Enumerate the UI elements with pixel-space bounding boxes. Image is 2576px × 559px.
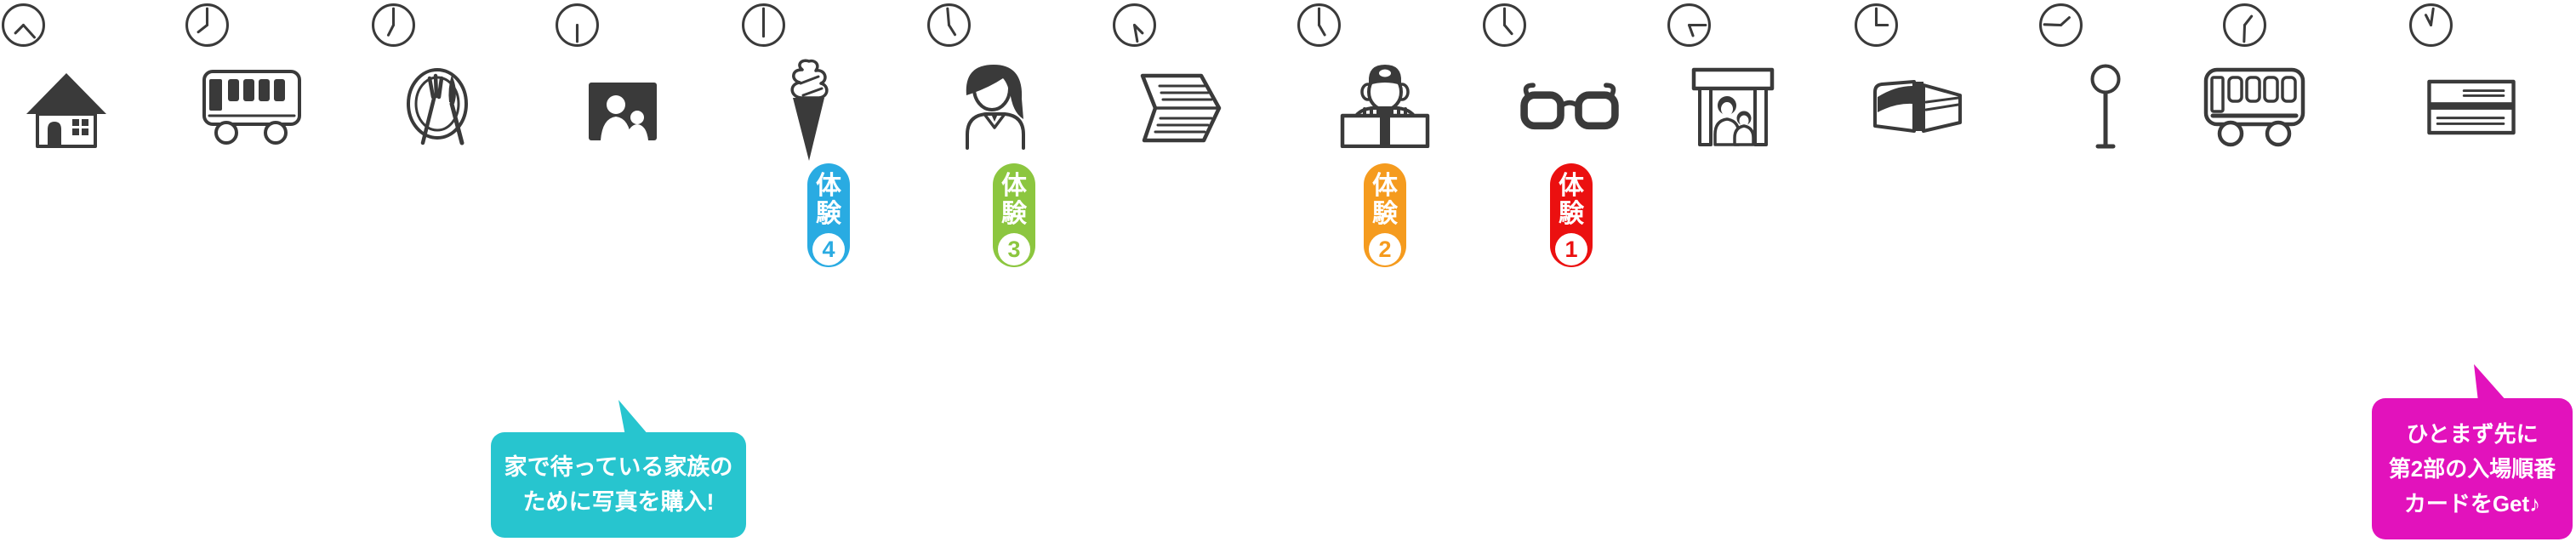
vendor-icon — [1340, 65, 1430, 148]
speech-bubble: ひとまず先に 第2部の入場順番 カードをGet♪ — [2372, 398, 2573, 539]
experience-badge: 体 験 3 — [993, 163, 1035, 267]
soft-serve-icon — [790, 59, 829, 161]
gate-icon — [1691, 67, 1775, 146]
badge-number: 1 — [1555, 233, 1587, 265]
clock-icon — [927, 3, 971, 47]
badge-label: 験 — [1001, 200, 1027, 228]
badge-label: 体 — [816, 172, 841, 200]
badge-label: 体 — [1001, 172, 1027, 200]
clock-icon — [2409, 3, 2453, 47]
clock-icon — [1297, 3, 1341, 47]
pamphlet-icon — [1140, 73, 1222, 143]
clock-icon — [1667, 3, 1711, 47]
clock-icon — [185, 3, 229, 47]
badge-label: 体 — [1559, 172, 1584, 200]
clock-icon — [2, 3, 45, 47]
bus-icon — [2203, 67, 2305, 147]
badge-number: 4 — [812, 233, 845, 265]
bubble-text: カードをGet♪ — [2403, 490, 2541, 516]
experience-badge: 体 験 1 — [1550, 163, 1593, 267]
glasses-icon — [1520, 83, 1619, 130]
bus-icon — [202, 70, 301, 145]
bubble-text: ために写真を購入! — [522, 489, 715, 515]
house-icon — [26, 73, 106, 148]
badge-number: 2 — [1369, 233, 1401, 265]
clock-icon — [2223, 3, 2266, 47]
badge-label: 験 — [1559, 200, 1584, 228]
clock-icon — [372, 3, 415, 47]
bubble-text: 第2部の入場順番 — [2388, 455, 2556, 482]
meal-icon — [407, 68, 468, 145]
photo-icon — [589, 83, 657, 140]
experience-badge: 体 験 2 — [1364, 163, 1406, 267]
badge-number: 3 — [998, 233, 1030, 265]
clock-icon — [556, 3, 599, 47]
badge-label: 験 — [1372, 200, 1398, 228]
building-icon — [1873, 80, 1962, 133]
person-icon — [966, 65, 1025, 150]
clock-icon — [1483, 3, 1526, 47]
card-icon — [2427, 79, 2516, 135]
bubble-tail — [2474, 364, 2507, 402]
speech-bubble: 家で待っている家族の ために写真を購入! — [491, 432, 746, 538]
clock-icon — [1855, 3, 1898, 47]
clock-icon — [742, 3, 785, 47]
bubble-text: 家で待っている家族の — [504, 454, 733, 480]
bus-stop-icon — [2090, 64, 2121, 149]
bubble-text: ひとまず先に — [2406, 420, 2539, 447]
badge-label: 体 — [1372, 172, 1398, 200]
badge-label: 験 — [816, 200, 841, 228]
bubble-tail — [618, 400, 649, 436]
clock-icon — [2039, 3, 2083, 47]
clock-icon — [1113, 3, 1156, 47]
experience-badge: 体 験 4 — [807, 163, 850, 267]
